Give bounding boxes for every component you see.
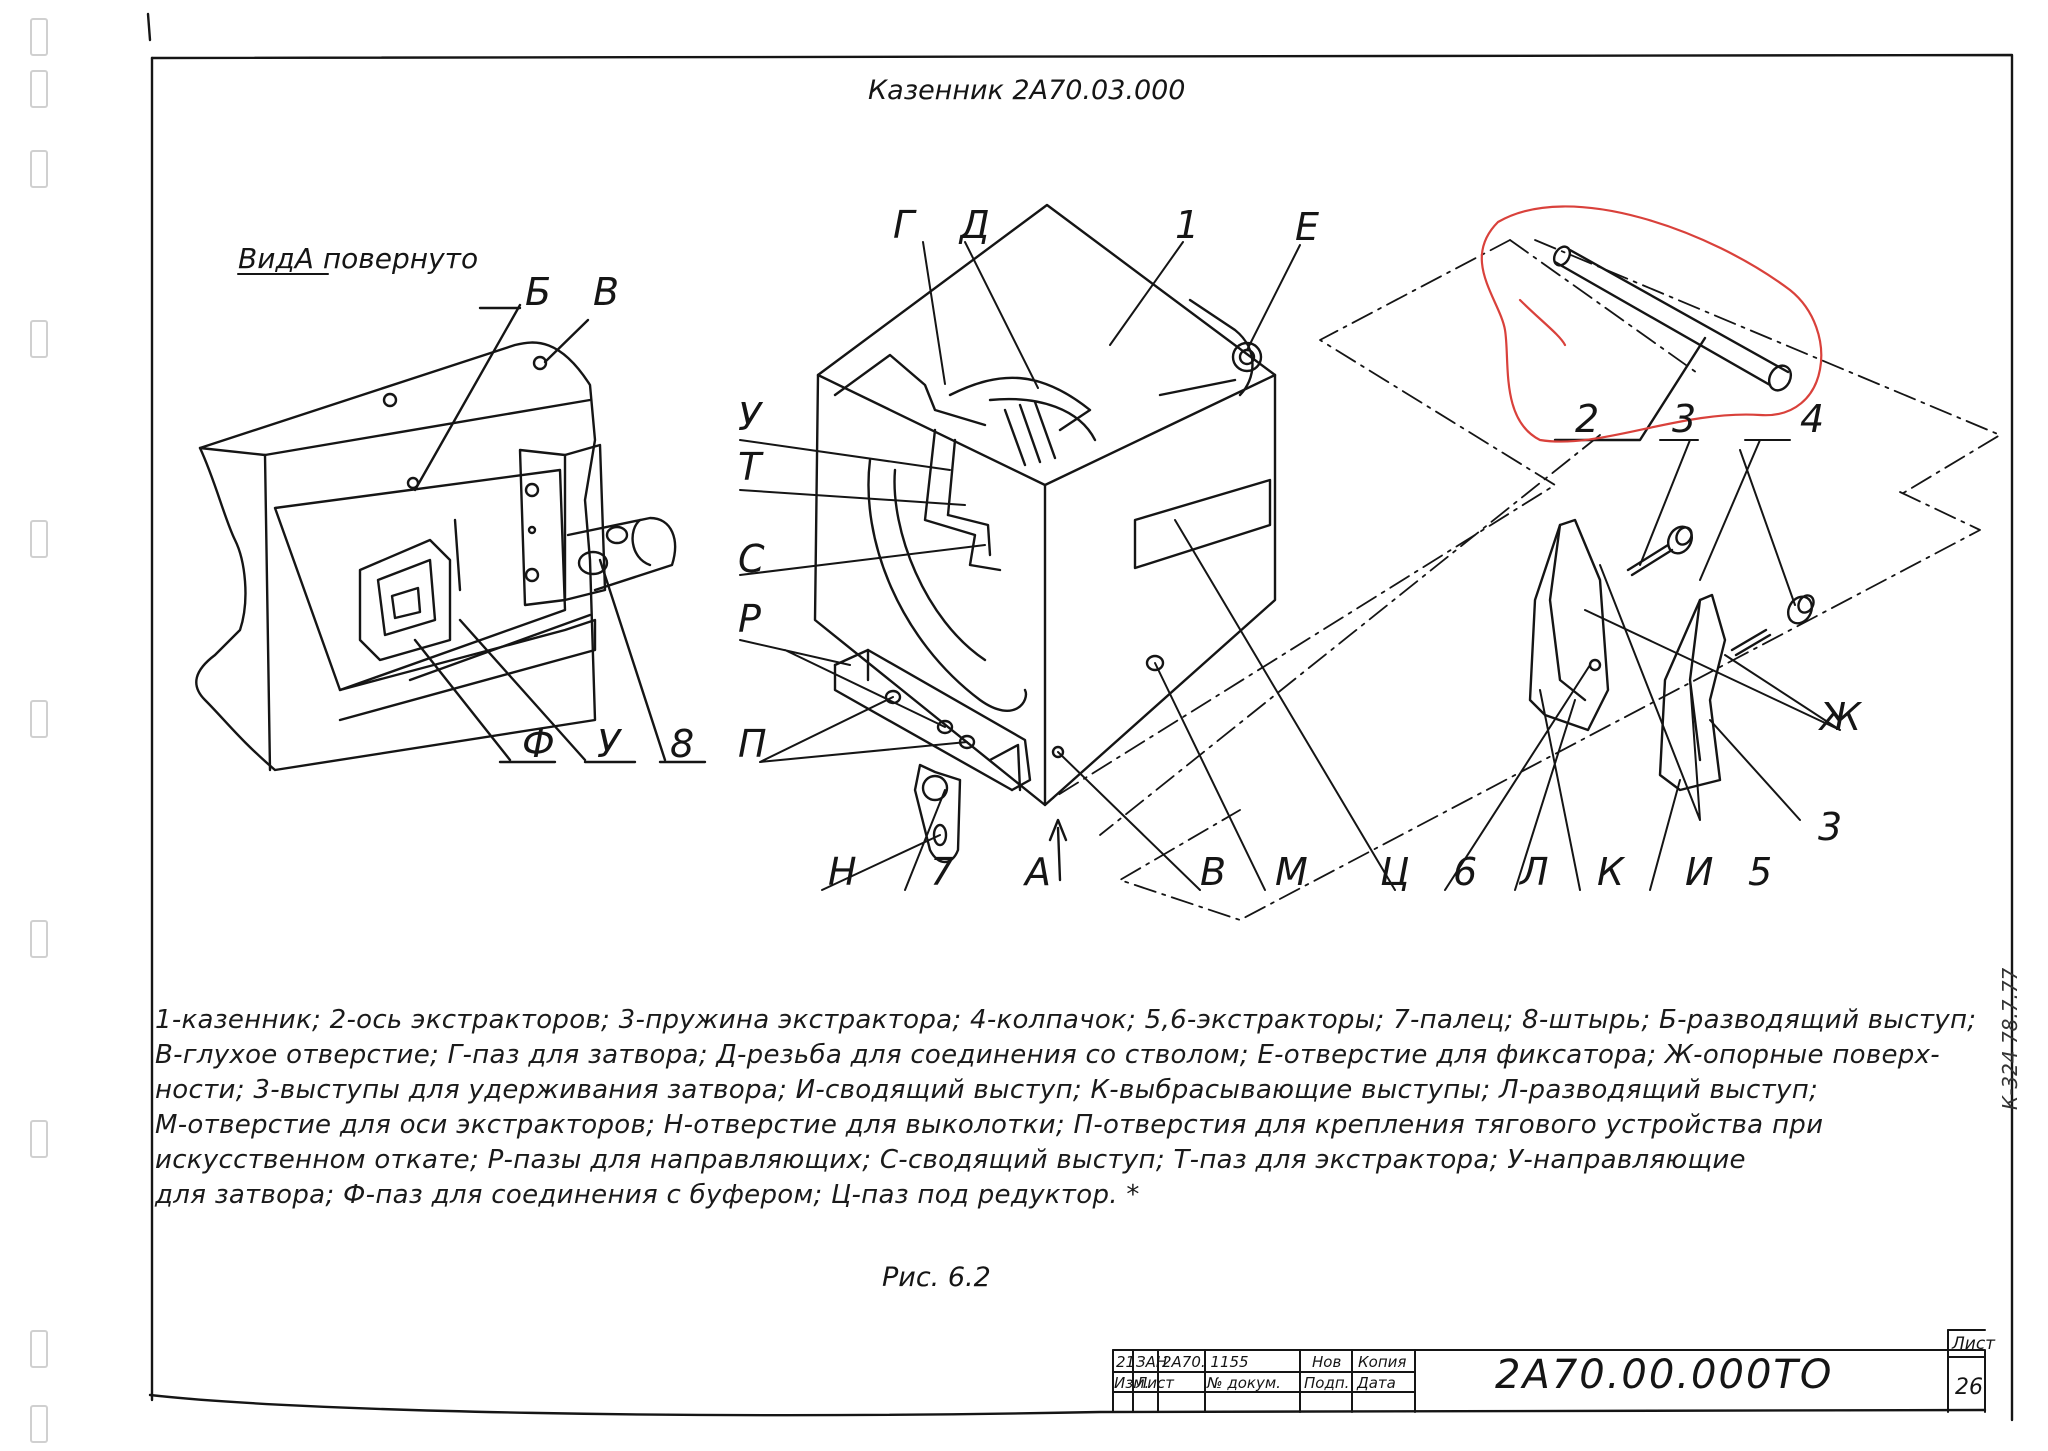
binder-hole [30, 1120, 48, 1158]
callout-2: 2 [1575, 397, 1599, 441]
title-block-cell: 2А70. 1155 [1162, 1353, 1249, 1371]
callout-t: Т [738, 445, 764, 489]
breech-body [813, 203, 1277, 864]
margin-note: К-324 78.7.77 [1998, 967, 2022, 1110]
binder-hole [30, 70, 48, 108]
callout-v: В [1200, 850, 1226, 894]
callout-a: А [1022, 850, 1051, 894]
callout-k: К [1597, 850, 1626, 894]
callout-s: С [738, 537, 765, 581]
callout-e: Е [1295, 205, 1319, 249]
callout-u: У [738, 395, 764, 439]
callout-l: Л [1518, 850, 1549, 894]
callout-v-left: В [593, 270, 619, 314]
binder-hole [30, 520, 48, 558]
document-title: Казенник 2А70.03.000 [868, 75, 1186, 106]
callout-zh: Ж [1818, 695, 1863, 739]
binder-hole [30, 1330, 48, 1368]
callout-3-bottom: 3 [1818, 805, 1842, 849]
sheet-label: Лист [1952, 1334, 1996, 1354]
red-annotation-stroke [1518, 298, 1567, 347]
binder-hole [30, 920, 48, 958]
title-block-cell: Лист [1136, 1374, 1175, 1392]
callout-5: 5 [1748, 850, 1772, 894]
title-block-cell: Дата [1357, 1374, 1396, 1392]
view-a-label: ВидА повернуто [238, 242, 478, 275]
callout-leaders [739, 241, 1841, 891]
title-block-cell: 21 [1116, 1353, 1136, 1371]
callout-6: 6 [1453, 850, 1477, 894]
document-code: 2А70.00.000ТО [1495, 1352, 1834, 1398]
construction-lines [1049, 239, 2001, 921]
callout-8-left: 8 [670, 722, 694, 766]
legend-line: искусственном откате; Р-пазы для направл… [155, 1145, 1746, 1175]
title-block-cell: Подп. [1304, 1374, 1350, 1392]
title-block-cell: Копия [1358, 1353, 1407, 1371]
legend-line: В-глухое отверстие; Г-паз для затвора; Д… [155, 1040, 1940, 1070]
title-block-cell: ЗАН [1136, 1353, 1168, 1371]
binder-hole [30, 150, 48, 188]
binder-hole [30, 320, 48, 358]
callout-u-left: У [597, 722, 623, 766]
figure-caption: Рис. 6.2 [882, 1262, 991, 1293]
callout-r: Р [738, 597, 761, 641]
legend-line: для затвора; Ф-паз для соединения с буфе… [155, 1180, 1140, 1210]
binder-hole [30, 1405, 48, 1443]
view-a-rotated [195, 303, 707, 772]
callout-p: П [738, 722, 767, 766]
legend-line: ности; 3-выступы для удерживания затвора… [155, 1075, 1819, 1105]
drawing-frame [146, 12, 2014, 1422]
callout-4: 4 [1800, 397, 1824, 441]
callout-m: М [1275, 850, 1308, 894]
title-block-cell: Нов [1312, 1353, 1342, 1371]
callout-ts: Ц [1380, 850, 1410, 894]
arrow-a-icon [1048, 818, 1068, 882]
title-block-cell: Изм. [1114, 1374, 1150, 1392]
binder-hole [30, 18, 48, 56]
callout-7: 7 [930, 850, 954, 894]
callout-f-left: Ф [522, 722, 555, 766]
callout-g: Г [893, 203, 917, 247]
title-block-grid [1112, 1329, 1986, 1413]
callout-i: И [1685, 850, 1713, 894]
callout-3-top: 3 [1672, 397, 1696, 441]
sheet-number: 26 [1955, 1375, 1983, 1400]
binder-hole [30, 700, 48, 738]
legend-line: М-отверстие для оси экстракторов; Н-отве… [155, 1110, 1824, 1140]
legend-line: 1-казенник; 2-ось экстракторов; 3-пружин… [155, 1005, 1977, 1035]
callout-d: Д [958, 203, 990, 247]
red-annotation-circle [1480, 205, 1823, 443]
title-block-cell: № докум. [1207, 1374, 1281, 1392]
callout-1: 1 [1175, 203, 1199, 247]
callout-b-left: Б [525, 270, 551, 314]
callout-n: Н [828, 850, 857, 894]
